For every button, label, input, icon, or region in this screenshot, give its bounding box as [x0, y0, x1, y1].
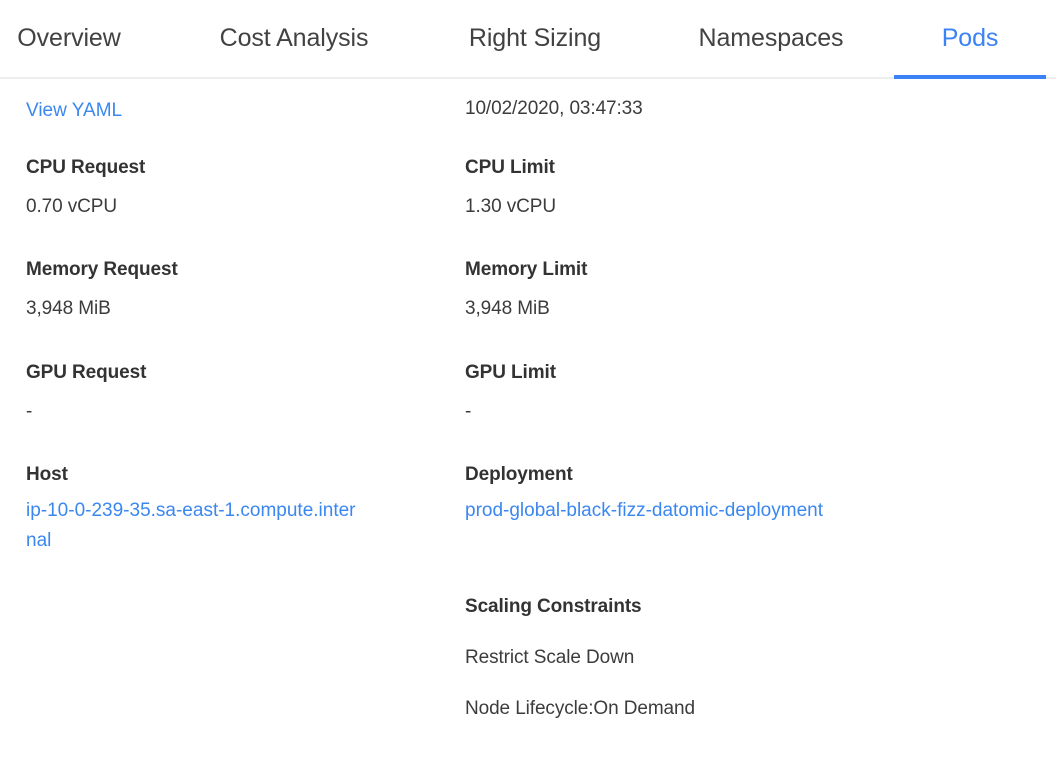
- memory-limit-label: Memory Limit: [465, 259, 588, 280]
- tab-overview-label: Overview: [17, 24, 121, 52]
- view-yaml-link[interactable]: View YAML: [26, 100, 123, 121]
- gpu-request-value: -: [26, 401, 33, 422]
- cpu-limit-label: CPU Limit: [465, 157, 555, 178]
- memory-limit-value: 3,948 MiB: [465, 298, 550, 319]
- memory-limit-field: Memory Limit 3,948 MiB: [465, 257, 855, 321]
- deployment-label: Deployment: [465, 464, 573, 485]
- host-field: Host ip-10-0-239-35.sa-east-1.compute.in…: [26, 462, 356, 556]
- host-link[interactable]: ip-10-0-239-35.sa-east-1.compute.interna…: [26, 500, 356, 551]
- scaling-constraint-node-lifecycle: Node Lifecycle:On Demand: [465, 698, 695, 719]
- gpu-limit-label: GPU Limit: [465, 362, 556, 383]
- gpu-request-field: GPU Request -: [26, 360, 416, 424]
- gpu-request-label: GPU Request: [26, 362, 147, 383]
- gpu-limit-value: -: [465, 401, 472, 422]
- scaling-constraints-label: Scaling Constraints: [465, 596, 642, 617]
- active-tab-indicator: [894, 75, 1046, 79]
- tab-right-sizing[interactable]: Right Sizing: [441, 0, 629, 77]
- tab-namespaces-label: Namespaces: [698, 24, 844, 52]
- deployment-field: Deployment prod-global-black-fizz-datomi…: [465, 462, 843, 526]
- tab-namespaces[interactable]: Namespaces: [674, 0, 868, 77]
- tab-pods[interactable]: Pods: [894, 0, 1046, 79]
- tab-right-sizing-label: Right Sizing: [468, 24, 602, 52]
- cpu-request-label: CPU Request: [26, 157, 146, 178]
- cpu-limit-field: CPU Limit 1.30 vCPU: [465, 155, 855, 219]
- scaling-constraint-restrict-scale-down: Restrict Scale Down: [465, 647, 635, 668]
- tab-cost-analysis-label: Cost Analysis: [219, 24, 369, 52]
- cpu-request-value: 0.70 vCPU: [26, 196, 117, 217]
- memory-request-field: Memory Request 3,948 MiB: [26, 257, 416, 321]
- cpu-request-field: CPU Request 0.70 vCPU: [26, 155, 416, 219]
- pod-detail-grid: View YAML CPU Request 0.70 vCPU Memory R…: [0, 79, 1056, 758]
- view-yaml-row: View YAML: [26, 96, 416, 126]
- gpu-limit-field: GPU Limit -: [465, 360, 855, 424]
- timestamp-value: 10/02/2020, 03:47:33: [465, 98, 643, 119]
- memory-request-value: 3,948 MiB: [26, 298, 111, 319]
- memory-request-label: Memory Request: [26, 259, 178, 280]
- host-label: Host: [26, 464, 68, 485]
- timestamp-row: 10/02/2020, 03:47:33: [465, 96, 855, 121]
- tab-bar: Overview Cost Analysis Right Sizing Name…: [0, 0, 1056, 79]
- tab-pods-label: Pods: [941, 24, 999, 52]
- tab-cost-analysis[interactable]: Cost Analysis: [194, 0, 394, 77]
- scaling-constraints-section: Scaling Constraints Restrict Scale Down …: [465, 594, 855, 721]
- cpu-limit-value: 1.30 vCPU: [465, 196, 556, 217]
- deployment-link[interactable]: prod-global-black-fizz-datomic-deploymen…: [465, 500, 823, 521]
- tab-overview[interactable]: Overview: [0, 0, 138, 77]
